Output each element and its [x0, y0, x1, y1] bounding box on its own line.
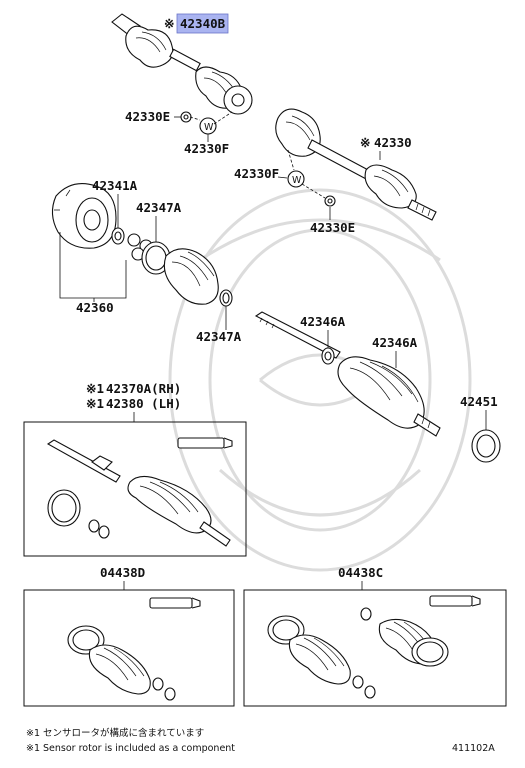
- snap-ring-42346a-small[interactable]: [321, 347, 335, 365]
- label-42346a-small[interactable]: 42346A: [300, 314, 346, 329]
- sensor-rotor-42451[interactable]: [471, 429, 501, 463]
- label-04438d[interactable]: 04438D: [100, 565, 145, 580]
- label-42330f-mid[interactable]: 42330F: [234, 166, 279, 181]
- label-42330[interactable]: 42330: [374, 135, 412, 150]
- outer-boot-42346a[interactable]: [337, 356, 441, 437]
- main-part-mark: ※: [164, 16, 174, 31]
- label-42347a-top[interactable]: 42347A: [136, 200, 182, 215]
- washer-mark: W: [292, 175, 302, 186]
- footnote-english: ※1 Sensor rotor is included as a compone…: [26, 743, 235, 754]
- label-42330f-top[interactable]: 42330F: [184, 141, 229, 156]
- drive-shaft-42330[interactable]: [275, 108, 437, 221]
- kit-box-42370a: [23, 421, 247, 557]
- kit-box-04438c: [243, 589, 507, 707]
- kit-box-04438d: [23, 589, 235, 707]
- boot-clamp-42347a-bottom[interactable]: [219, 289, 233, 307]
- inner-boot[interactable]: [163, 248, 219, 305]
- label-42360[interactable]: 42360: [76, 300, 114, 315]
- label-42370a-mark: ※1: [86, 381, 104, 396]
- label-04438c[interactable]: 04438C: [338, 565, 383, 580]
- outboard-joint-42360[interactable]: [51, 183, 117, 249]
- part-number-highlight: [176, 13, 229, 34]
- watermark-emblem: [168, 188, 472, 572]
- washer-42330f-top[interactable]: W: [199, 117, 217, 135]
- washer-42330f-mid[interactable]: W: [287, 170, 305, 188]
- label-42330e-top[interactable]: 42330E: [125, 109, 170, 124]
- main-part-number[interactable]: 42340B: [180, 16, 226, 31]
- kit-04438c-contents[interactable]: [267, 595, 481, 699]
- label-42380[interactable]: 42380 (LH): [106, 396, 181, 411]
- washer-mark: W: [204, 122, 214, 133]
- drive-shaft-42340b[interactable]: [111, 13, 253, 115]
- label-42347a-bottom[interactable]: 42347A: [196, 329, 242, 344]
- snap-ring-42341a[interactable]: [111, 227, 125, 245]
- nut-42330e-top[interactable]: [180, 111, 192, 123]
- label-42330-mark: ※: [360, 135, 370, 150]
- footnote-japanese: ※1 センサロータが構成に含まれています: [26, 727, 204, 739]
- label-42370a[interactable]: 42370A(RH): [106, 381, 181, 396]
- intermediate-shaft[interactable]: [254, 311, 341, 359]
- label-42341a[interactable]: 42341A: [92, 178, 138, 193]
- diagram-code: 411102A: [452, 743, 495, 754]
- label-42346a-boot[interactable]: 42346A: [372, 335, 418, 350]
- label-42330e-mid[interactable]: 42330E: [310, 220, 355, 235]
- kit-04438d-contents[interactable]: [67, 597, 201, 701]
- kit-42370a-contents[interactable]: [46, 437, 233, 547]
- nut-42330e-mid[interactable]: [324, 195, 336, 207]
- label-42451[interactable]: 42451: [460, 394, 498, 409]
- label-42380-mark: ※1: [86, 396, 104, 411]
